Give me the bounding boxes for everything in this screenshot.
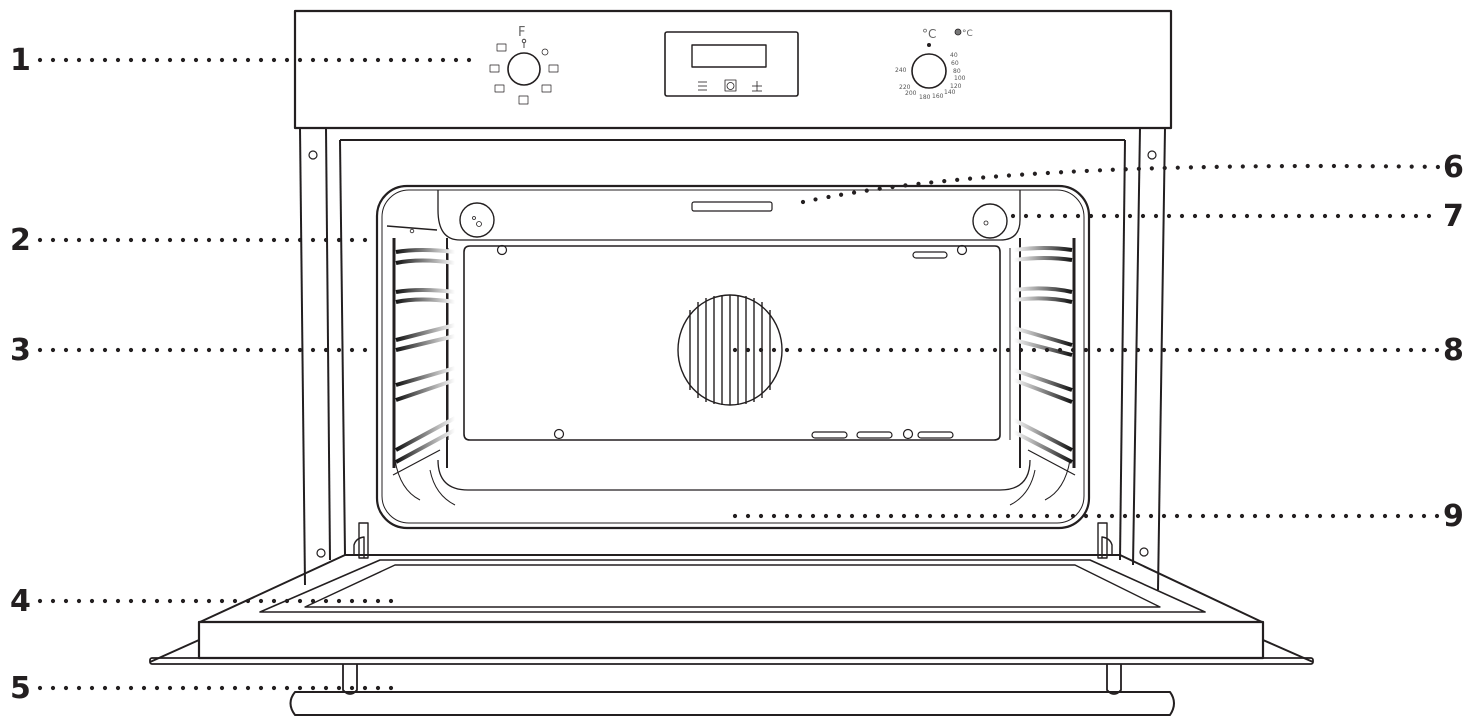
svg-text:60: 60 bbox=[951, 60, 959, 67]
fan bbox=[677, 294, 783, 406]
plus-button[interactable] bbox=[752, 81, 762, 92]
svg-text:240: 240 bbox=[895, 67, 907, 74]
function-knob[interactable] bbox=[507, 38, 541, 86]
svg-text:140: 140 bbox=[944, 89, 956, 96]
display-panel bbox=[664, 31, 799, 97]
top-lamp bbox=[691, 201, 773, 212]
svg-text:°C: °C bbox=[922, 27, 936, 41]
left-shelf-rails bbox=[392, 238, 456, 468]
oven-door[interactable] bbox=[149, 522, 1314, 665]
function-knob-label: F bbox=[518, 25, 525, 40]
callout-6: 6 bbox=[1443, 150, 1464, 185]
rear-lamp bbox=[972, 203, 1008, 239]
callout-9: 9 bbox=[1443, 499, 1464, 534]
svg-text:160: 160 bbox=[932, 93, 944, 100]
left-lamp bbox=[386, 202, 495, 238]
control-panel bbox=[293, 9, 1173, 130]
callout-4: 4 bbox=[10, 584, 31, 619]
svg-text:220: 220 bbox=[899, 84, 911, 91]
callout-5: 5 bbox=[10, 671, 31, 706]
svg-text:180: 180 bbox=[919, 94, 931, 101]
svg-text:40: 40 bbox=[950, 52, 958, 59]
svg-text:80: 80 bbox=[953, 68, 961, 75]
svg-text:200: 200 bbox=[905, 90, 917, 97]
svg-text:120: 120 bbox=[950, 83, 962, 90]
thermostat-indicator-light bbox=[954, 28, 962, 36]
svg-text:F: F bbox=[518, 25, 525, 40]
minus-button[interactable] bbox=[698, 81, 707, 91]
door-handle[interactable] bbox=[289, 664, 1175, 716]
callout-7: 7 bbox=[1443, 199, 1464, 234]
callout-8: 8 bbox=[1443, 333, 1464, 368]
oven-frame bbox=[299, 127, 1166, 591]
callout-1: 1 bbox=[10, 43, 31, 78]
right-shelf-rails bbox=[1013, 238, 1076, 468]
leader-lines bbox=[37, 57, 1443, 691]
leader-6 bbox=[800, 163, 1443, 205]
function-knob-icons bbox=[489, 43, 559, 105]
oven-cavity bbox=[375, 184, 1091, 530]
thermostat-scale: °C °C 40 60 80 100 120 140 160 180 200 2… bbox=[895, 27, 973, 101]
svg-text:°C: °C bbox=[962, 29, 973, 39]
clock-button[interactable] bbox=[724, 79, 737, 92]
callout-3: 3 bbox=[10, 333, 31, 368]
callout-2: 2 bbox=[10, 223, 31, 258]
svg-text:100: 100 bbox=[954, 75, 966, 82]
thermostat-knob[interactable] bbox=[911, 43, 947, 89]
